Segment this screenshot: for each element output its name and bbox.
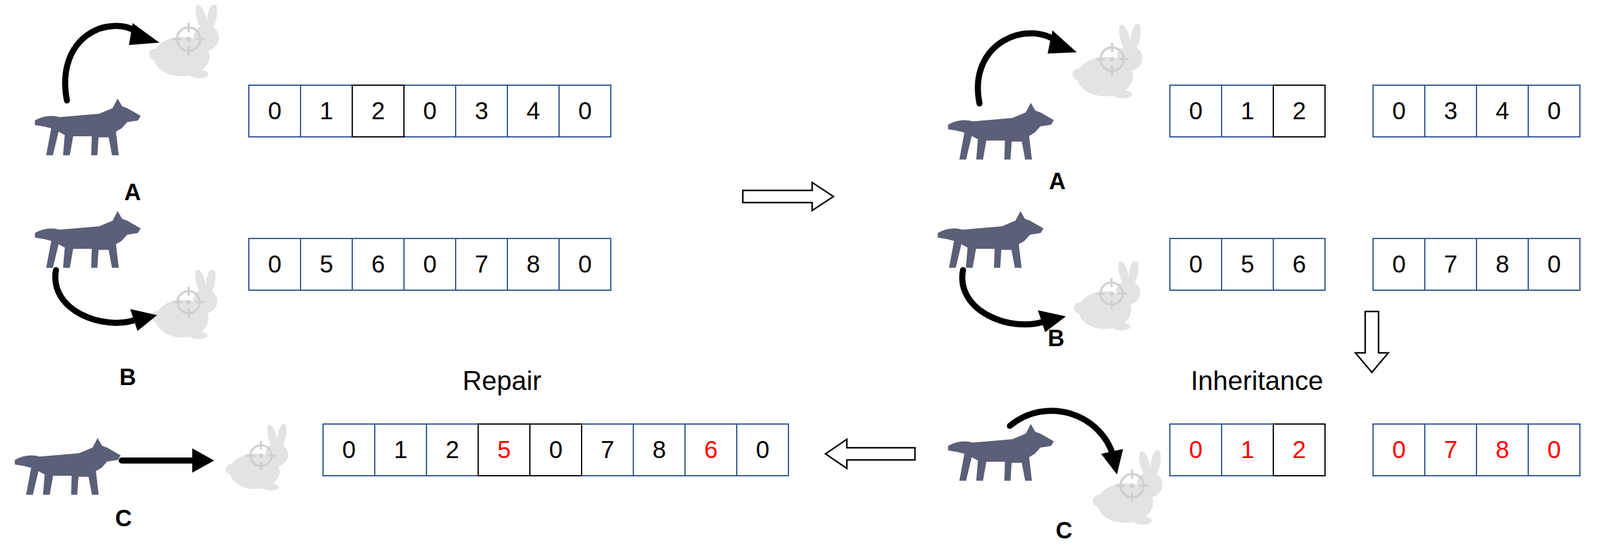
array-cell: 0 — [322, 423, 376, 477]
array-cell: 3 — [1424, 84, 1478, 138]
array-cell: 5 — [477, 423, 531, 477]
array-cell: 3 — [455, 84, 508, 138]
array-cell: 6 — [351, 237, 405, 291]
array-cell: 4 — [1475, 84, 1529, 138]
agent-label: B — [1047, 325, 1065, 352]
step-label: Repair — [462, 365, 542, 397]
array-cell: 0 — [558, 237, 612, 291]
array-cell: 4 — [506, 84, 560, 138]
array-cell: 0 — [1372, 423, 1426, 477]
array-cell: 8 — [632, 423, 686, 477]
array-cell: 1 — [299, 84, 353, 138]
array-cell: 0 — [248, 237, 302, 291]
array-cell: 2 — [425, 423, 479, 477]
agent-label: C — [1055, 517, 1072, 544]
array-cell: 0 — [403, 84, 457, 138]
array-cell: 0 — [1169, 237, 1223, 291]
array-cell: 0 — [1169, 423, 1223, 477]
array-cell: 0 — [403, 237, 457, 291]
array-cell: 2 — [351, 84, 405, 138]
agent-label: A — [124, 179, 141, 206]
array-cell: 5 — [299, 237, 353, 291]
array-cell: 0 — [736, 423, 790, 477]
array-cell: 8 — [1475, 423, 1529, 477]
array-cell: 7 — [1424, 237, 1478, 291]
array-cell: 6 — [684, 423, 738, 477]
array-cell: 7 — [455, 237, 508, 291]
array-cell: 8 — [1475, 237, 1529, 291]
array-cell: 0 — [1372, 84, 1426, 138]
array-cell: 1 — [374, 423, 428, 477]
agent-label: A — [1048, 168, 1066, 195]
array-cell: 1 — [1220, 423, 1274, 477]
array-cell: 7 — [580, 423, 634, 477]
step-label: Inheritance — [1190, 365, 1324, 397]
array-cell: 0 — [1527, 423, 1581, 477]
array-cell: 1 — [1220, 84, 1274, 138]
agent-label: B — [119, 364, 136, 391]
array-cell: 8 — [506, 237, 560, 291]
array-cell: 0 — [529, 423, 583, 477]
agent-label: C — [114, 505, 132, 532]
array-cell: 0 — [1527, 84, 1581, 138]
array-cell: 0 — [1527, 237, 1581, 291]
array-cell: 7 — [1424, 423, 1478, 477]
array-cell: 6 — [1272, 237, 1326, 291]
array-cell: 0 — [1372, 237, 1426, 291]
array-cell: 2 — [1272, 84, 1326, 138]
array-cell: 0 — [248, 84, 302, 138]
array-cell: 0 — [558, 84, 612, 138]
array-cell: 2 — [1272, 423, 1326, 477]
array-cell: 0 — [1169, 84, 1223, 138]
array-cell: 5 — [1220, 237, 1274, 291]
